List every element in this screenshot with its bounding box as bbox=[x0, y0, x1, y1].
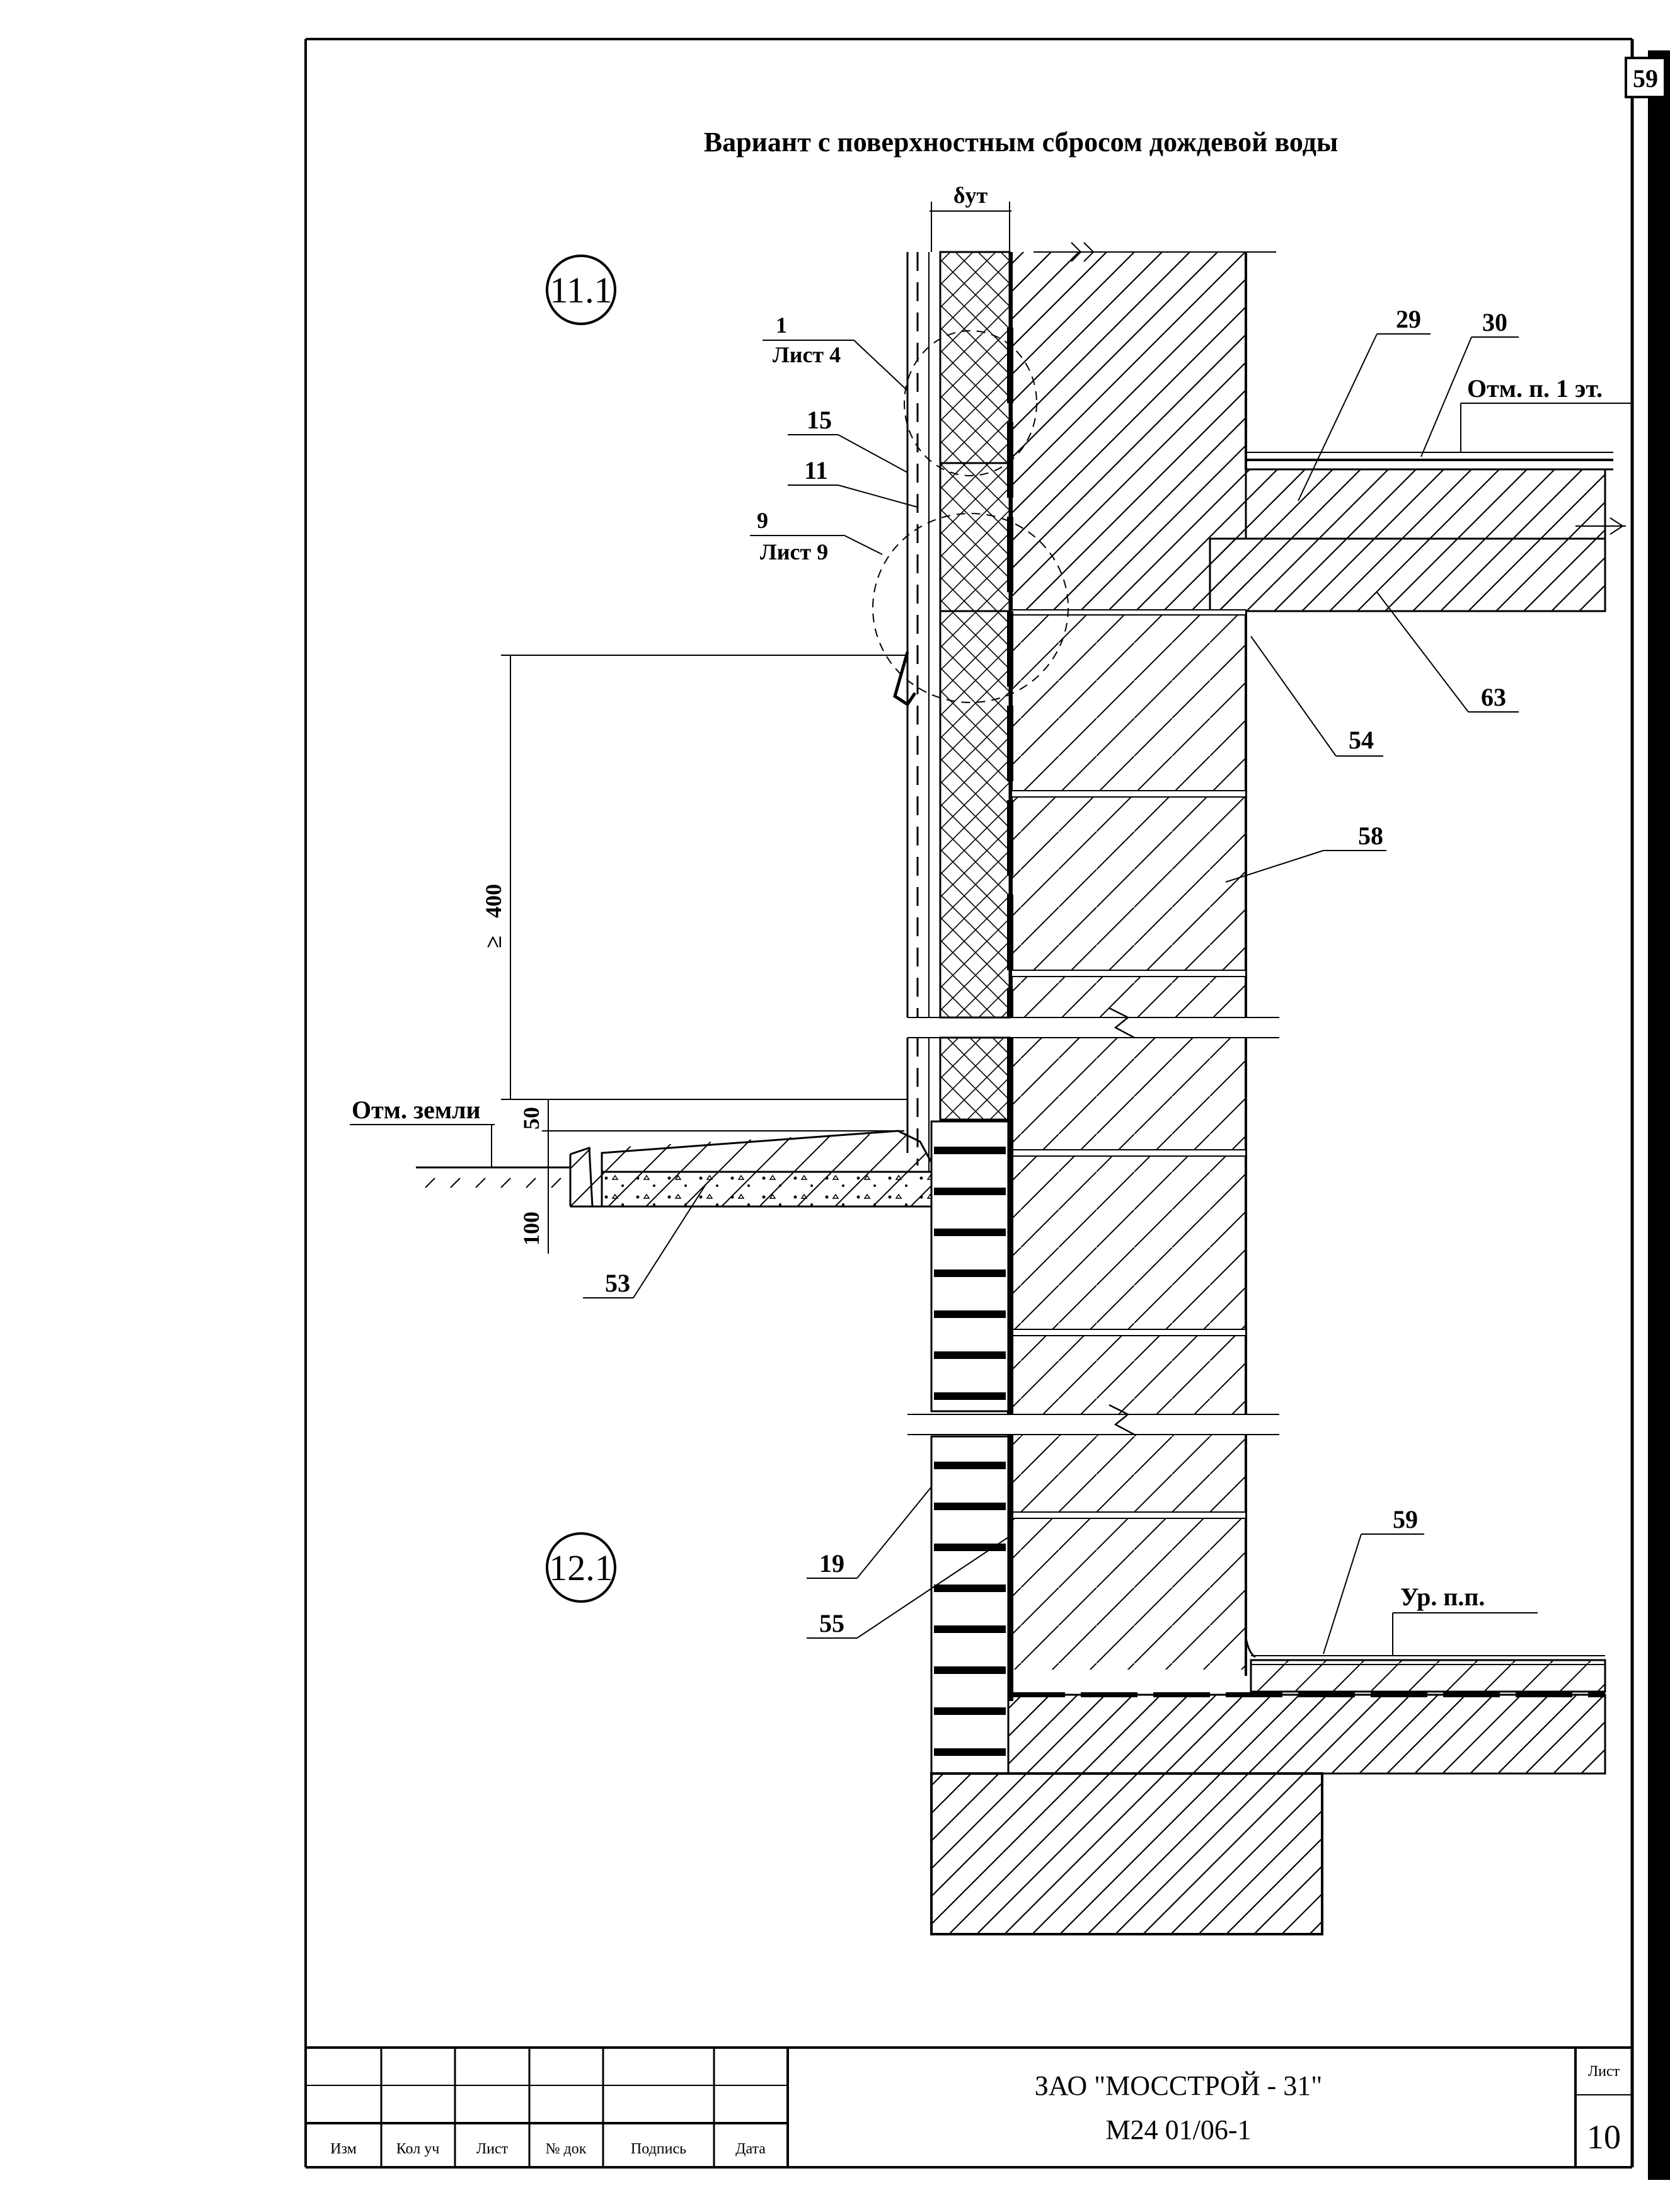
sheet-frame bbox=[304, 38, 1670, 2180]
callout-59-label: 59 bbox=[1393, 1505, 1418, 1533]
callout-55-label: 55 bbox=[819, 1609, 844, 1637]
ground-floor-slab bbox=[1007, 1637, 1606, 1775]
brick-joint bbox=[934, 1707, 1006, 1715]
title-block: Изм Кол уч Лист № док Подпись Дата ЗАО "… bbox=[306, 2046, 1632, 2167]
drawing-title: Вариант с поверхностным сбросом дождевой… bbox=[704, 127, 1339, 158]
brick-joint bbox=[934, 1147, 1006, 1154]
callout-ref-9: 9 Лист 9 bbox=[750, 508, 883, 564]
callout-11-label: 11 bbox=[804, 456, 828, 484]
callout-58-label: 58 bbox=[1358, 822, 1383, 850]
brick-joint bbox=[934, 1625, 1006, 1633]
level-floor-label: Ур. п.п. bbox=[1400, 1583, 1485, 1611]
ground-line bbox=[416, 1166, 570, 1188]
ref9-number: 9 bbox=[757, 508, 768, 533]
concrete-wall bbox=[1010, 242, 1276, 1017]
brick-joint bbox=[934, 1748, 1006, 1756]
document-code: М24 01/06-1 bbox=[1106, 2114, 1252, 2145]
ref9-sheet: Лист 9 bbox=[760, 539, 828, 564]
depth-value: 100 bbox=[519, 1212, 544, 1246]
brick-joint bbox=[934, 1351, 1006, 1359]
brick-joint bbox=[934, 1188, 1006, 1195]
callout-ref-1: 1 Лист 4 bbox=[763, 312, 908, 391]
brick-plinth bbox=[930, 1120, 1010, 1775]
brick-joint bbox=[934, 1544, 1006, 1551]
node-id: 12.1 bbox=[549, 1547, 613, 1588]
callout-29: 29 bbox=[1298, 305, 1431, 501]
col-doc: № док bbox=[546, 2141, 587, 2157]
node-marker-11-1: 11.1 bbox=[546, 255, 616, 325]
company-name: ЗАО "МОССТРОЙ - 31" bbox=[1035, 2070, 1323, 2101]
detail-ref-circle-1 bbox=[904, 330, 1037, 476]
page-number: 59 bbox=[1633, 64, 1658, 93]
callout-19-label: 19 bbox=[819, 1549, 844, 1578]
callout-11: 11 bbox=[788, 456, 918, 508]
block-wall-58 bbox=[1011, 609, 1247, 1676]
col-izm: Изм bbox=[330, 2141, 357, 2157]
sheet-number: 10 bbox=[1587, 2118, 1621, 2156]
brick-joint bbox=[934, 1392, 1006, 1400]
floor-slab-63 bbox=[1209, 517, 1626, 612]
callout-54: 54 bbox=[1250, 636, 1383, 757]
page-number-tab: 59 bbox=[1625, 57, 1666, 98]
brick-joint bbox=[934, 1585, 1006, 1592]
node-id: 11.1 bbox=[550, 270, 612, 311]
callout-30-label: 30 bbox=[1482, 308, 1507, 336]
level-ground-label: Отм. земли bbox=[352, 1096, 481, 1124]
level-ground: Отм. земли bbox=[350, 1096, 495, 1167]
brick-joint bbox=[934, 1310, 1006, 1318]
break-line-upper bbox=[907, 1007, 1279, 1039]
height-dimension: 400 ≥ 50 100 bbox=[481, 655, 907, 1254]
brick-courses bbox=[934, 1147, 1006, 1756]
level-floor1-label: Отм. п. 1 эт. bbox=[1467, 374, 1603, 403]
ref1-number: 1 bbox=[776, 312, 787, 338]
detail-ref-circle-9 bbox=[872, 513, 1069, 703]
height-value: 400 bbox=[481, 884, 506, 918]
callout-63: 63 bbox=[1376, 592, 1519, 713]
col-kol-uch: Кол уч bbox=[396, 2141, 440, 2157]
break-line-lower bbox=[907, 1404, 1279, 1436]
sheet-label: Лист bbox=[1588, 2063, 1620, 2080]
brick-joint bbox=[934, 1462, 1006, 1469]
brick-joint bbox=[934, 1666, 1006, 1674]
height-prefix: ≥ bbox=[481, 936, 506, 948]
node-marker-12-1: 12.1 bbox=[546, 1532, 616, 1603]
floor-slab-29 bbox=[1245, 452, 1613, 540]
brick-joint bbox=[934, 1229, 1006, 1236]
callout-53: 53 bbox=[583, 1184, 706, 1298]
brick-joint bbox=[934, 1269, 1006, 1277]
callout-19: 19 bbox=[807, 1486, 932, 1579]
callout-55: 55 bbox=[807, 1537, 1009, 1639]
callout-15-label: 15 bbox=[807, 406, 832, 434]
callout-29-label: 29 bbox=[1396, 305, 1421, 333]
callout-30: 30 bbox=[1420, 308, 1519, 457]
blind-area-53 bbox=[569, 1130, 933, 1208]
scan-edge-shadow bbox=[1648, 50, 1670, 2180]
callout-59: 59 bbox=[1323, 1505, 1424, 1654]
callout-53-label: 53 bbox=[605, 1269, 630, 1297]
col-signature: Подпись bbox=[631, 2141, 686, 2157]
level-floor: Ур. п.п. bbox=[1392, 1583, 1538, 1656]
brick-joint bbox=[934, 1503, 1006, 1510]
callout-58: 58 bbox=[1225, 822, 1386, 883]
render-layers bbox=[893, 252, 930, 1172]
level-floor1: Отм. п. 1 эт. bbox=[1460, 374, 1632, 452]
callout-15: 15 bbox=[788, 406, 908, 473]
insulation-thickness-symbol: δут bbox=[953, 183, 988, 208]
foundation bbox=[930, 1772, 1605, 1935]
callout-54-label: 54 bbox=[1349, 726, 1374, 754]
col-date: Дата bbox=[735, 2141, 766, 2157]
insulation-layer bbox=[939, 251, 1011, 1121]
ref1-sheet: Лист 4 bbox=[773, 342, 841, 367]
offset-value: 50 bbox=[519, 1107, 544, 1130]
insulation-thickness-dim: δут bbox=[930, 183, 1011, 252]
col-list: Лист bbox=[476, 2141, 509, 2157]
callout-63-label: 63 bbox=[1481, 683, 1506, 711]
